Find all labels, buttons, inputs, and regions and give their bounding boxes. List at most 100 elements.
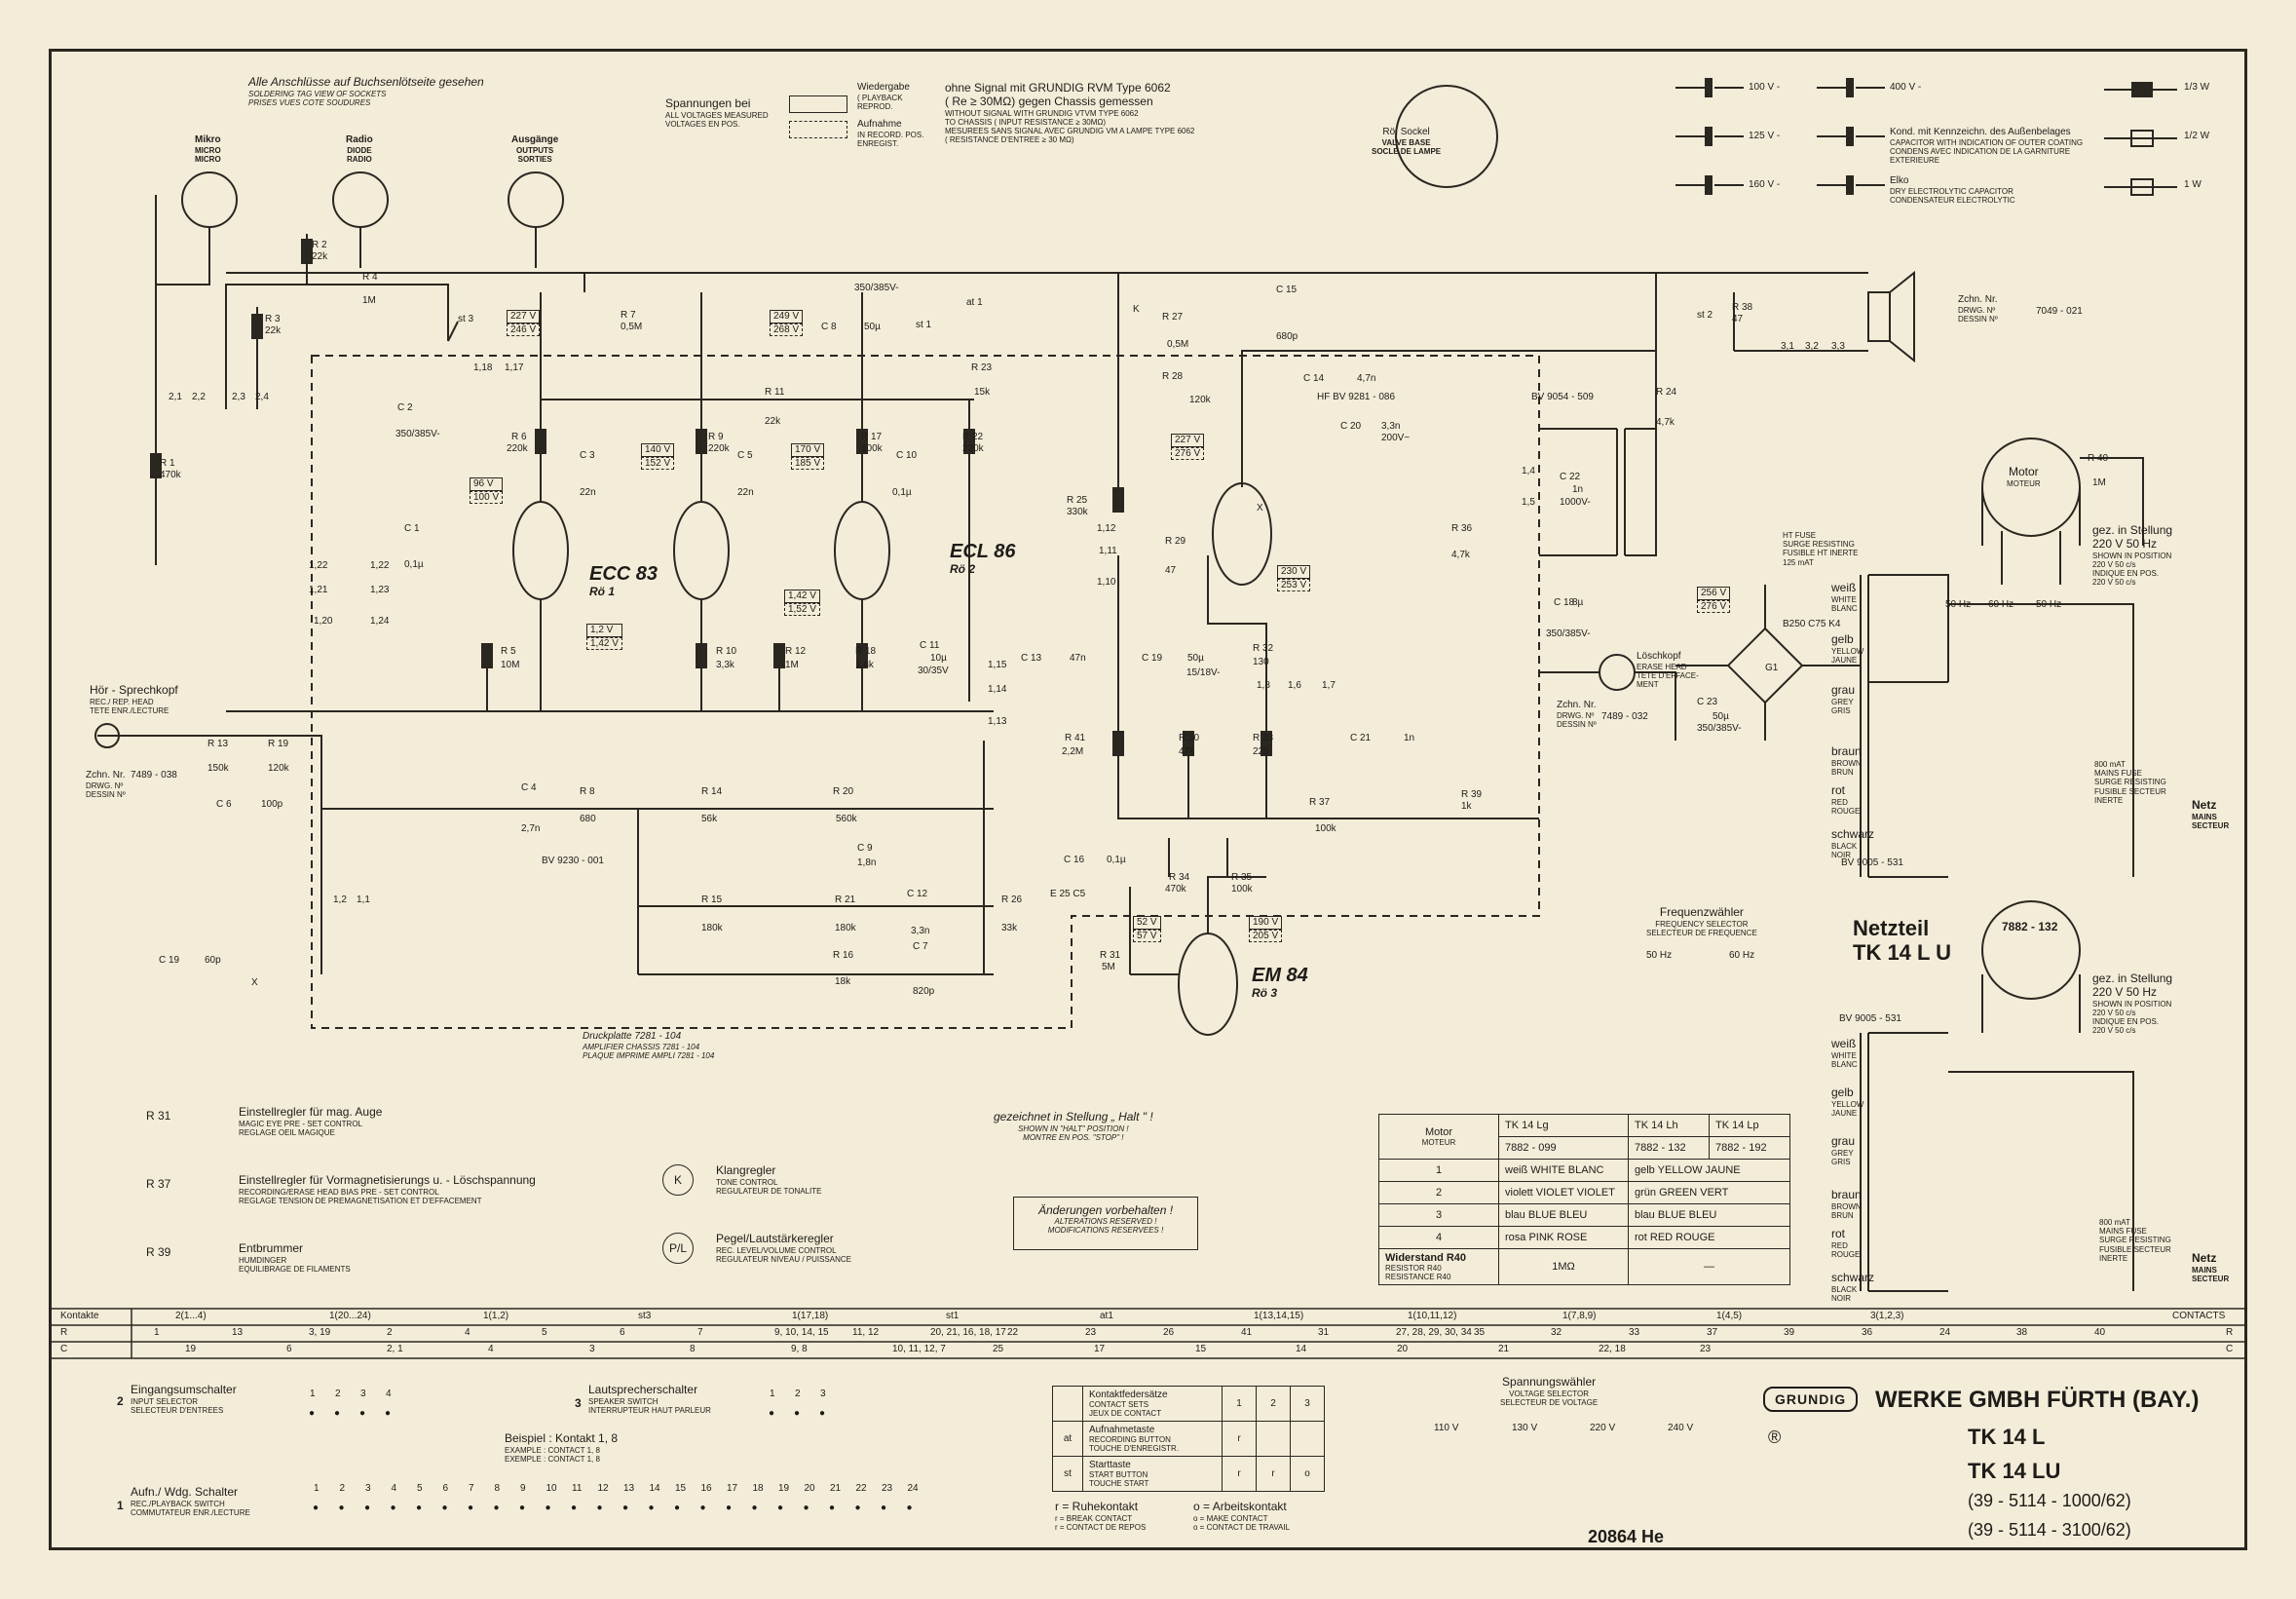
aufn-pos-dot[interactable]: ● [390, 1503, 396, 1513]
component-label: C 10 [896, 450, 918, 461]
aufn-pos-dot[interactable]: ● [313, 1503, 320, 1513]
aufn-pos-dot[interactable]: ● [803, 1503, 809, 1513]
laut-pos-dot[interactable]: ● [769, 1408, 775, 1419]
aufn-pos-dot[interactable]: ● [777, 1503, 784, 1513]
component-label: C 20 [1340, 421, 1362, 432]
aufn-pos-dot[interactable]: ● [468, 1503, 474, 1513]
aufn-pos-dot[interactable]: ● [519, 1503, 526, 1513]
node-label: 1,24 [370, 616, 390, 627]
contact-entry: 37 [1707, 1327, 1718, 1338]
aufn-pos-dot[interactable]: ● [854, 1503, 861, 1513]
aufn-pos-dot[interactable]: ● [726, 1503, 733, 1513]
aufn-pos-dot[interactable]: ● [364, 1503, 371, 1513]
aufn-pos-dot[interactable]: ● [441, 1503, 448, 1513]
voltage-option[interactable]: 130 V [1512, 1423, 1538, 1433]
component-label: 56k [701, 814, 718, 824]
contact-line: Starttaste [1089, 1460, 1131, 1470]
contact-entry: 9, 8 [791, 1344, 808, 1354]
contact-cell: r [1222, 1456, 1257, 1492]
aufn-pos-dot[interactable]: ● [699, 1503, 706, 1513]
component-label: 100p [261, 799, 283, 810]
node-label: 3,1 [1781, 341, 1794, 352]
component-label: R 11 [765, 387, 785, 398]
component-label: 120k [268, 763, 289, 774]
component-label: C 14 [1303, 373, 1325, 384]
node-label: X [1257, 503, 1263, 514]
voltage-option[interactable]: 220 V [1590, 1423, 1616, 1433]
motor-wire-b: grün GREEN VERT [1628, 1181, 1790, 1204]
aufn-pos-num: 21 [830, 1483, 842, 1494]
contact-ref: st [1052, 1456, 1083, 1492]
contact-entry: 15 [1195, 1344, 1207, 1354]
contact-entry: 22, 18 [1599, 1344, 1626, 1354]
component-label: 15/18V- [1186, 667, 1221, 678]
component-label: 22k [312, 251, 328, 262]
aufn-pos-dot[interactable]: ● [622, 1503, 629, 1513]
component-label: 220k [708, 443, 730, 454]
aufn-pos-dot[interactable]: ● [881, 1503, 887, 1513]
aufn-pos-dot[interactable]: ● [545, 1503, 551, 1513]
aufn-pos-dot[interactable]: ● [674, 1503, 681, 1513]
laut-pos-num: 3 [820, 1389, 826, 1399]
component-label: 680p [1276, 331, 1299, 342]
contact-cell [1256, 1421, 1291, 1457]
aufn-pos-dot[interactable]: ● [648, 1503, 655, 1513]
eingang-pos-dot[interactable]: ● [334, 1408, 341, 1419]
aufn-pos-dot[interactable]: ● [906, 1503, 913, 1513]
component-label: R 24 [1656, 387, 1677, 398]
freq-opt-50[interactable]: 50 Hz [1646, 950, 1673, 961]
component-label: R 8 [580, 786, 595, 797]
component-label: 22n [580, 487, 596, 498]
aufn-pos-dot[interactable]: ● [493, 1503, 500, 1513]
row-r-label: R [60, 1327, 68, 1338]
aufn-pos-dot[interactable]: ● [829, 1503, 836, 1513]
record-box-sample [789, 121, 847, 138]
aufn-pos-dot[interactable]: ● [338, 1503, 345, 1513]
legend-cap-400: 400 V - [1890, 82, 1922, 93]
aufn-pos-dot[interactable]: ● [571, 1503, 578, 1513]
voltage-option[interactable]: 240 V [1668, 1423, 1694, 1433]
voltage-option[interactable]: 110 V [1434, 1423, 1459, 1433]
component-label: 2,2M [1062, 746, 1084, 757]
component-label: 4,7n [1357, 373, 1376, 384]
node-label: 1,7 [1322, 680, 1336, 691]
contact-entry: 1(4,5) [1716, 1311, 1743, 1321]
eingang-pos-dot[interactable]: ● [385, 1408, 392, 1419]
node-label: 1,18 [473, 362, 493, 373]
component-label: 47 [1165, 565, 1177, 576]
node-label: K [1133, 304, 1140, 315]
eingang-pos-dot[interactable]: ● [359, 1408, 366, 1419]
contact-entry: 1(1,2) [483, 1311, 509, 1321]
eingang-pos-dot[interactable]: ● [309, 1408, 316, 1419]
component-label: C 15 [1276, 285, 1298, 295]
component-label: C 21 [1350, 733, 1372, 743]
adjustment-ref: R 39 [146, 1245, 171, 1259]
aufn-pos-dot[interactable]: ● [416, 1503, 423, 1513]
component-label: 100k [1315, 823, 1336, 834]
node-label: at 1 [966, 297, 983, 308]
component-label: 180k [701, 923, 723, 933]
component-label: C 16 [1064, 855, 1085, 865]
aufn-pos-dot[interactable]: ● [751, 1503, 758, 1513]
control-symbol: P/L [662, 1233, 694, 1264]
aufn-pos-dot[interactable]: ● [596, 1503, 603, 1513]
contact-entry: 1(7,8,9) [1562, 1311, 1597, 1321]
laut-pos-dot[interactable]: ● [794, 1408, 801, 1419]
laut-pos-dot[interactable]: ● [819, 1408, 826, 1419]
component-label: 220k [962, 443, 984, 454]
freq-opt-60[interactable]: 60 Hz [1729, 950, 1755, 961]
motor-pin: 3 [1378, 1203, 1499, 1227]
